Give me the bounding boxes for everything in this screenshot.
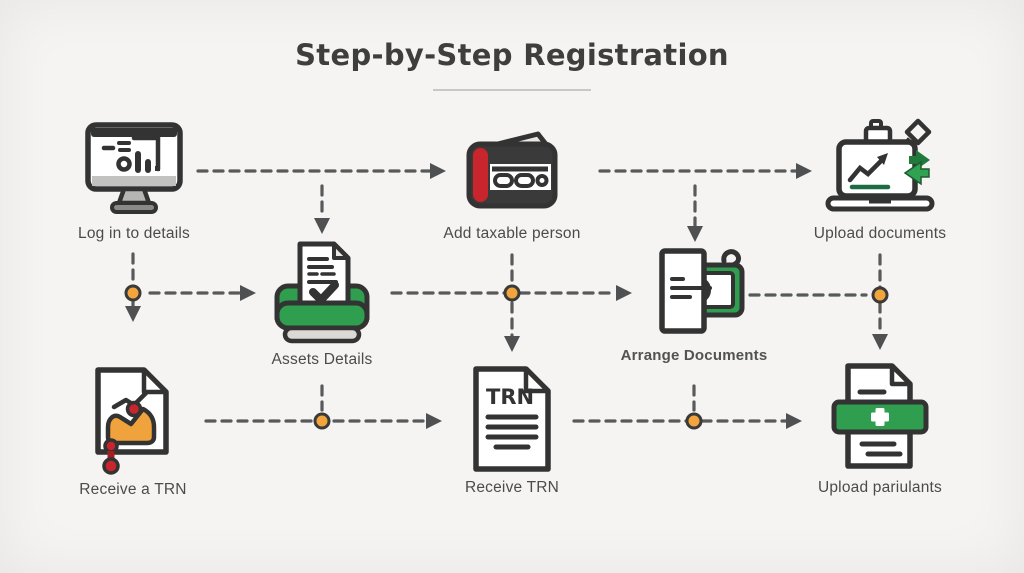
trn-icon-text: TRN (486, 385, 534, 409)
junction-dot (871, 286, 889, 304)
arrowhead-right (796, 163, 812, 179)
junction-dots (124, 284, 889, 430)
junction-dot (313, 412, 331, 430)
step-add-taxable-person: Add taxable person (402, 116, 622, 243)
step-assets-details: Assets Details (212, 238, 432, 369)
arrowhead-right (616, 285, 632, 301)
arrowhead-right (430, 163, 446, 179)
title-underline (433, 89, 591, 91)
trn-document-icon: TRN (473, 366, 551, 472)
wallet-card-icon (466, 131, 558, 209)
junction-dot (124, 284, 142, 302)
page-title: Step-by-Step Registration (295, 38, 729, 72)
step-receive-trn: TRN Receive TRN (402, 364, 622, 497)
junction-dot (685, 412, 703, 430)
document-chart-pin-icon (95, 367, 169, 475)
step-label-receive-a-trn: Receive a TRN (79, 481, 187, 498)
step-upload-pariulants: Upload pariulants (770, 362, 990, 497)
document-money-icon (659, 248, 745, 334)
arrowheads (125, 163, 888, 429)
monitor-chart-icon (85, 122, 183, 214)
arrowhead-down (314, 218, 330, 234)
document-plus-icon (831, 363, 929, 469)
step-receive-a-trn: Receive a TRN (23, 366, 243, 499)
arrowhead-right (426, 413, 442, 429)
arrowhead-down (504, 336, 520, 352)
step-label-add-taxable: Add taxable person (443, 225, 581, 242)
document-checkmark-tray-icon (274, 241, 370, 344)
arrowhead-down (872, 334, 888, 350)
step-label-arrange: Arrange Documents (620, 347, 768, 364)
step-label-assets: Assets Details (271, 351, 373, 368)
arrowhead-right (786, 413, 802, 429)
junction-dot (503, 284, 521, 302)
step-label-upload-docs: Upload documents (813, 225, 947, 242)
step-upload-documents: Upload documents (770, 114, 990, 243)
arrowhead-right (240, 285, 256, 301)
step-arrange-documents: Arrange Documents (584, 242, 804, 364)
laptop-chart-sync-icon (825, 118, 935, 212)
step-label-upload-pariulants: Upload pariulants (817, 479, 943, 496)
arrowhead-down (687, 226, 703, 242)
step-label-login: Log in to details (78, 225, 190, 242)
arrowhead-down (125, 306, 141, 322)
step-login: Log in to details (24, 116, 244, 243)
step-label-receive-trn: Receive TRN (464, 479, 560, 496)
